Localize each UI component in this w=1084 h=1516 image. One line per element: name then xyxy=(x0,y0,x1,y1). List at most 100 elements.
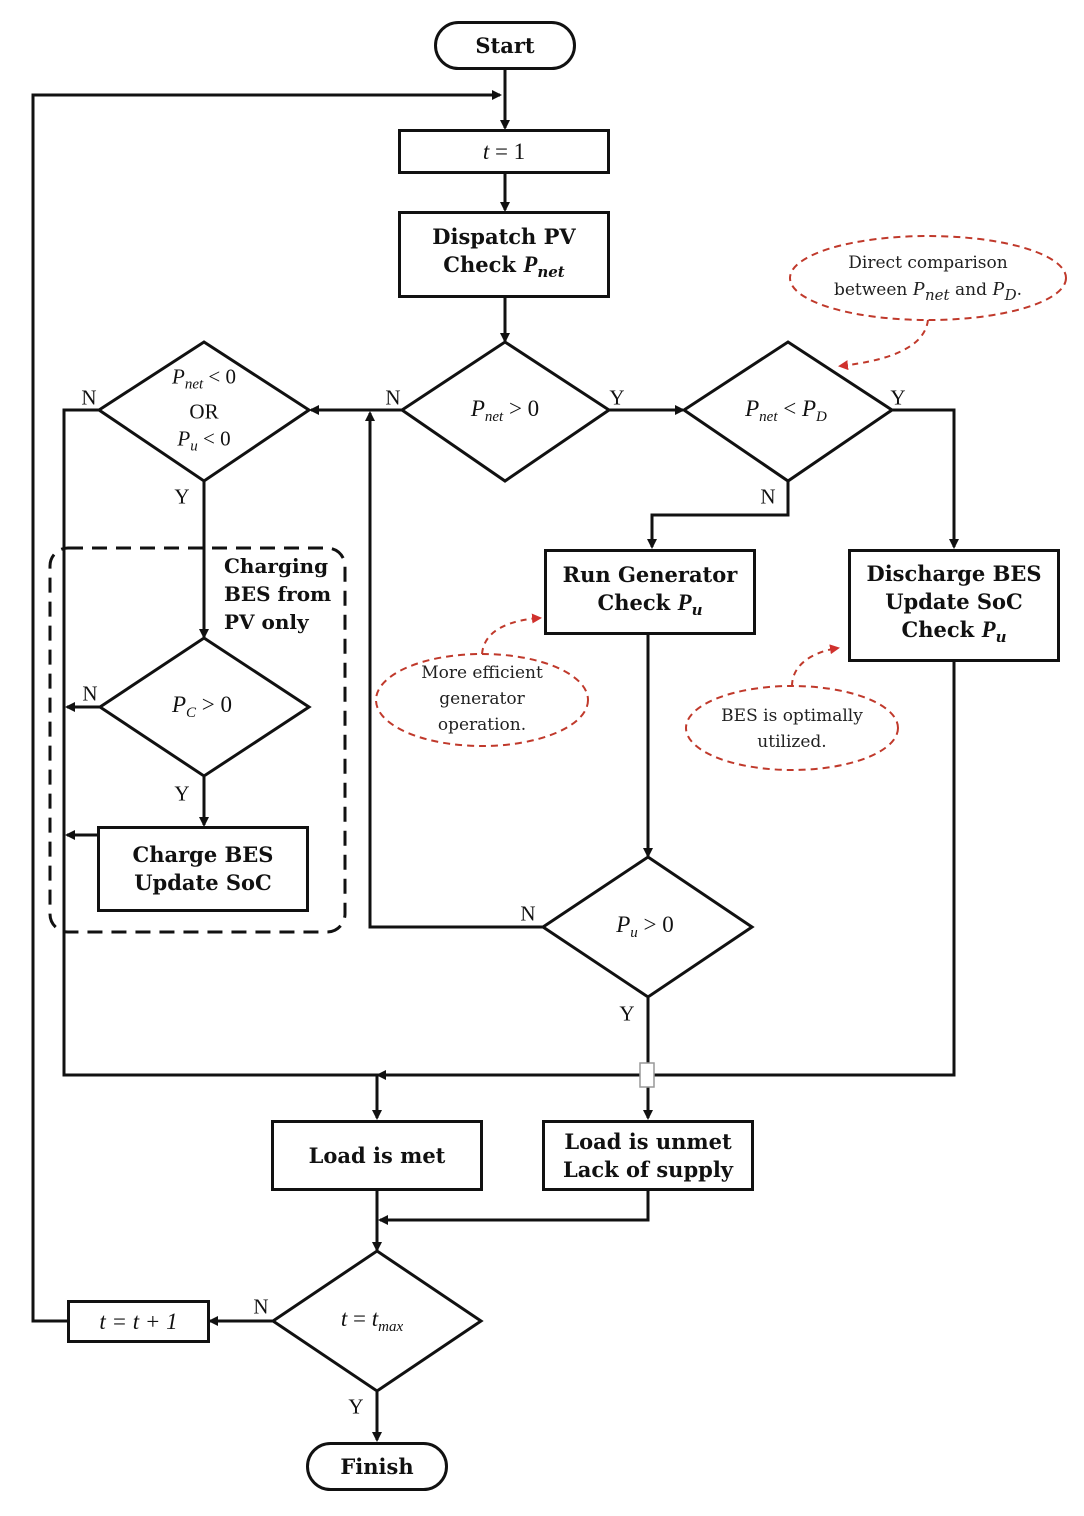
d-pd-var: P xyxy=(745,396,760,421)
load-met-label: Load is met xyxy=(308,1142,446,1168)
d-pc-sub: C xyxy=(186,705,197,721)
d-left-op1: < 0 xyxy=(203,364,236,389)
d-pnet-op: > 0 xyxy=(503,396,540,421)
start-terminal: Start xyxy=(434,21,576,70)
run-gen-line2-prefix: Check xyxy=(597,589,678,615)
annotation-direct-end: . xyxy=(1016,280,1023,300)
annotation-bes-arrow xyxy=(791,644,840,687)
t-init-var: t xyxy=(482,138,490,164)
label-left-no: N xyxy=(81,385,97,410)
charge-line2: Update SoC xyxy=(134,870,272,895)
d-pu-sub: u xyxy=(630,925,638,941)
label-pd-no: N xyxy=(760,484,776,509)
dispatch-line2-prefix: Check xyxy=(443,252,524,277)
run-gen-sub: u xyxy=(691,600,703,619)
annotation-direct-var-b: P xyxy=(992,278,1005,300)
annotation-direct-ellipse xyxy=(789,235,1067,321)
decision-pc-positive xyxy=(97,636,312,778)
d-pc-op: > 0 xyxy=(196,692,233,717)
annotation-gen-line3: operation. xyxy=(437,715,527,735)
annotation-direct-sub-b: D xyxy=(1004,286,1017,304)
load-unmet-line1: Load is unmet xyxy=(564,1128,732,1154)
d-left-sub1: net xyxy=(184,376,204,393)
edge-loop-back xyxy=(31,90,502,1323)
finish-terminal: Finish xyxy=(306,1442,448,1491)
d-pu-op: > 0 xyxy=(637,912,674,937)
discharge-box: Discharge BES Update SoC Check Pu xyxy=(848,549,1060,662)
load-unmet-line2: Lack of supply xyxy=(562,1156,733,1182)
t-init-box: t = 1 xyxy=(398,129,610,174)
run-gen-line1: Run Generator xyxy=(562,561,738,587)
decision-pnet-less-pd xyxy=(681,340,895,483)
decision-pnet-positive xyxy=(399,340,612,483)
annotation-gen-ellipse xyxy=(375,653,589,747)
label-tmax-no: N xyxy=(253,1294,269,1319)
decision-left-text: Pnet < 0 OR Pu < 0 xyxy=(172,364,236,461)
d-left-or: OR xyxy=(189,399,219,424)
t-init-op: = 1 xyxy=(489,138,526,164)
edge-pd-yes xyxy=(892,408,959,549)
label-pu-yes: Y xyxy=(619,1001,635,1026)
edge-load-unmet-merge xyxy=(378,1190,650,1225)
decision-pnet-or-pu-negative xyxy=(96,340,312,483)
annotation-direct-text: Direct comparison between Pnet and PD. xyxy=(834,250,1022,308)
annotation-bes-text: BES is optimally utilized. xyxy=(721,703,863,755)
group-label-line2: BES from xyxy=(224,582,332,606)
discharge-var: P xyxy=(981,617,996,642)
decision-pu-positive xyxy=(540,855,755,999)
dispatch-var: P xyxy=(523,252,538,277)
edge-pd-no xyxy=(647,481,790,549)
annotation-direct-between: between xyxy=(833,280,913,300)
d-tmax-var: t xyxy=(340,1306,348,1331)
label-pd-yes: Y xyxy=(890,385,906,410)
d-pu-var: P xyxy=(616,912,631,937)
label-pnet-yes: Y xyxy=(609,385,625,410)
annotation-bes-line2: utilized. xyxy=(757,732,827,752)
d-pd-sub2: D xyxy=(816,409,827,425)
label-left-yes: Y xyxy=(174,484,190,509)
discharge-line2: Update SoC xyxy=(885,589,1023,614)
d-pd-op: < xyxy=(777,396,802,421)
label-pnet-no: N xyxy=(385,385,401,410)
decision-pu-text: Pu > 0 xyxy=(616,911,674,947)
d-pc-var: P xyxy=(171,692,187,717)
d-tmax-var2: t xyxy=(371,1306,379,1331)
run-gen-var: P xyxy=(677,589,692,615)
dispatch-box: Dispatch PV Check Pnet xyxy=(398,211,610,298)
annotation-direct-var-a: P xyxy=(912,278,926,300)
annotation-direct-line1: Direct comparison xyxy=(848,253,1008,273)
d-left-op2: < 0 xyxy=(197,426,231,451)
d-left-sub2: u xyxy=(190,438,198,455)
d-pnet-var: P xyxy=(470,396,485,421)
line-crossing-marker xyxy=(639,1062,655,1088)
annotation-gen-line1: More efficient xyxy=(421,663,543,683)
decision-pc-text: PC > 0 xyxy=(172,691,232,727)
d-pd-var2: P xyxy=(801,396,817,421)
decision-pnet-positive-text: Pnet > 0 xyxy=(471,395,539,431)
annotation-bes-line1: BES is optimally xyxy=(721,706,863,726)
annotation-direct-arrow xyxy=(838,319,929,371)
label-pu-no: N xyxy=(520,901,536,926)
start-label: Start xyxy=(475,32,535,58)
annotation-gen-line2: generator xyxy=(439,689,525,709)
annotation-gen-arrow xyxy=(481,613,542,655)
edge-pu-no xyxy=(365,411,543,929)
charge-line1: Charge BES xyxy=(132,842,274,867)
load-met-box: Load is met xyxy=(271,1120,483,1191)
label-pc-no: N xyxy=(82,681,98,706)
connectors xyxy=(31,70,959,1442)
charging-group-border xyxy=(48,546,347,934)
dispatch-line1: Dispatch PV xyxy=(432,224,576,249)
annotation-gen-text: More efficient generator operation. xyxy=(421,660,543,738)
decision-t-max xyxy=(270,1249,484,1393)
d-left-var1: P xyxy=(172,364,185,389)
load-unmet-box: Load is unmet Lack of supply xyxy=(542,1120,754,1191)
discharge-line1: Discharge BES xyxy=(866,561,1042,586)
d-tmax-sub2: max xyxy=(378,1319,404,1335)
discharge-sub: u xyxy=(995,628,1007,646)
edge-discharge-merge xyxy=(376,662,956,1080)
charging-group-label: Charging BES from PV only xyxy=(224,552,331,636)
decision-tmax-text: t = tmax xyxy=(341,1305,403,1341)
dispatch-sub: net xyxy=(537,263,565,281)
